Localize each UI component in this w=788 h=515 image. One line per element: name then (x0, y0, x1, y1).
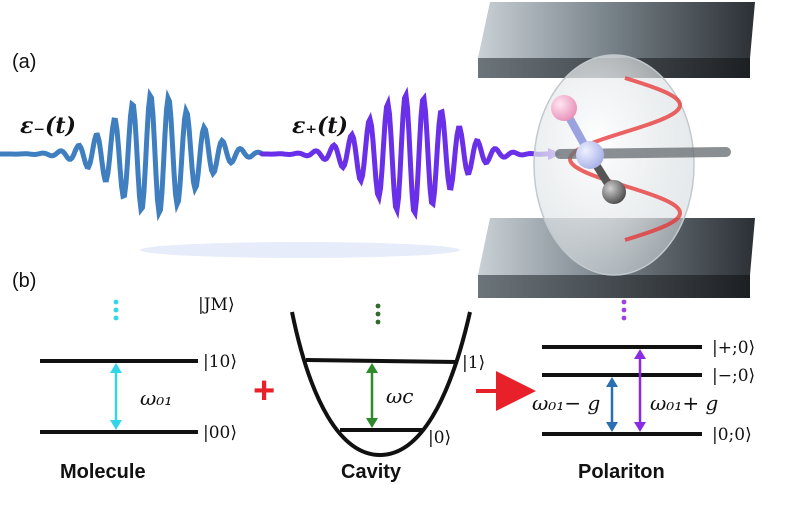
arrowhead-down (606, 422, 618, 432)
ellipsis-dot (375, 303, 381, 309)
polariton-minus-arrow (606, 377, 618, 432)
pulse-minus-label: ε₋(t) (20, 113, 76, 139)
pulse-minus-wave (0, 87, 264, 222)
ellipsis-dot (621, 315, 627, 321)
ellipsis-dot (113, 315, 119, 321)
panel-a-label: (a) (12, 51, 36, 73)
polariton-plus-arrow (634, 349, 646, 432)
ellipsis-dot (621, 299, 627, 305)
panel-b-label: (b) (12, 270, 36, 292)
atom-gray (602, 180, 626, 204)
cavity-omega-label: ωc (386, 384, 414, 408)
polariton-caption: Polariton (578, 461, 665, 483)
cavity-field-wave (568, 76, 682, 242)
polariton-omega-plus-label: ω₀₁+ g (650, 391, 718, 415)
polariton-plus-ket: |+;0⟩ (712, 338, 755, 358)
pulse-plus-label: ε₊(t) (292, 113, 348, 139)
molecule-transition-arrow (110, 363, 122, 430)
ellipsis-dot (113, 299, 119, 305)
cavity-upper-level (305, 358, 459, 364)
molecule-jm-label: |JM⟩ (198, 295, 235, 315)
cavity-caption: Cavity (341, 461, 402, 483)
cavity-transition-arrow (366, 363, 378, 428)
cavity-potential (290, 311, 472, 458)
polariton-dots (621, 299, 627, 321)
arrowhead-down (366, 418, 378, 428)
plus-operator: + (253, 370, 275, 412)
ellipsis-dot (375, 319, 381, 325)
molecule-lower-ket: |00⟩ (203, 423, 237, 443)
molecule-caption: Molecule (60, 461, 146, 483)
cavity-dots (375, 303, 381, 325)
molecule-omega-label: ω₀₁ (140, 386, 172, 410)
cavity-lower-ket: |0⟩ (428, 428, 451, 448)
arrowhead-up (110, 363, 122, 373)
polariton-omega-minus-label: ω₀₁− g (532, 391, 600, 415)
atom-blue (576, 141, 604, 169)
cavity-mode-bubble (533, 54, 695, 276)
molecule-upper-ket: |10⟩ (203, 352, 237, 372)
cavity-top-mirror (478, 2, 755, 78)
polariton-minus-ket: |−;0⟩ (712, 366, 755, 386)
polariton-ground-ket: |0;0⟩ (712, 425, 752, 445)
pulse-reflection (140, 242, 460, 258)
molecule-dots (113, 299, 119, 321)
arrowhead-down (110, 420, 122, 430)
atom-pink (551, 95, 577, 121)
arrowhead-up (634, 349, 646, 359)
ellipsis-dot (621, 307, 627, 313)
arrowhead-down (634, 422, 646, 432)
arrowhead-up (366, 363, 378, 373)
cavity-upper-ket: |1⟩ (462, 353, 485, 373)
arrowhead-up (606, 377, 618, 387)
pulse-plus-wave (259, 86, 554, 221)
ellipsis-dot (113, 307, 119, 313)
ellipsis-dot (375, 311, 381, 317)
